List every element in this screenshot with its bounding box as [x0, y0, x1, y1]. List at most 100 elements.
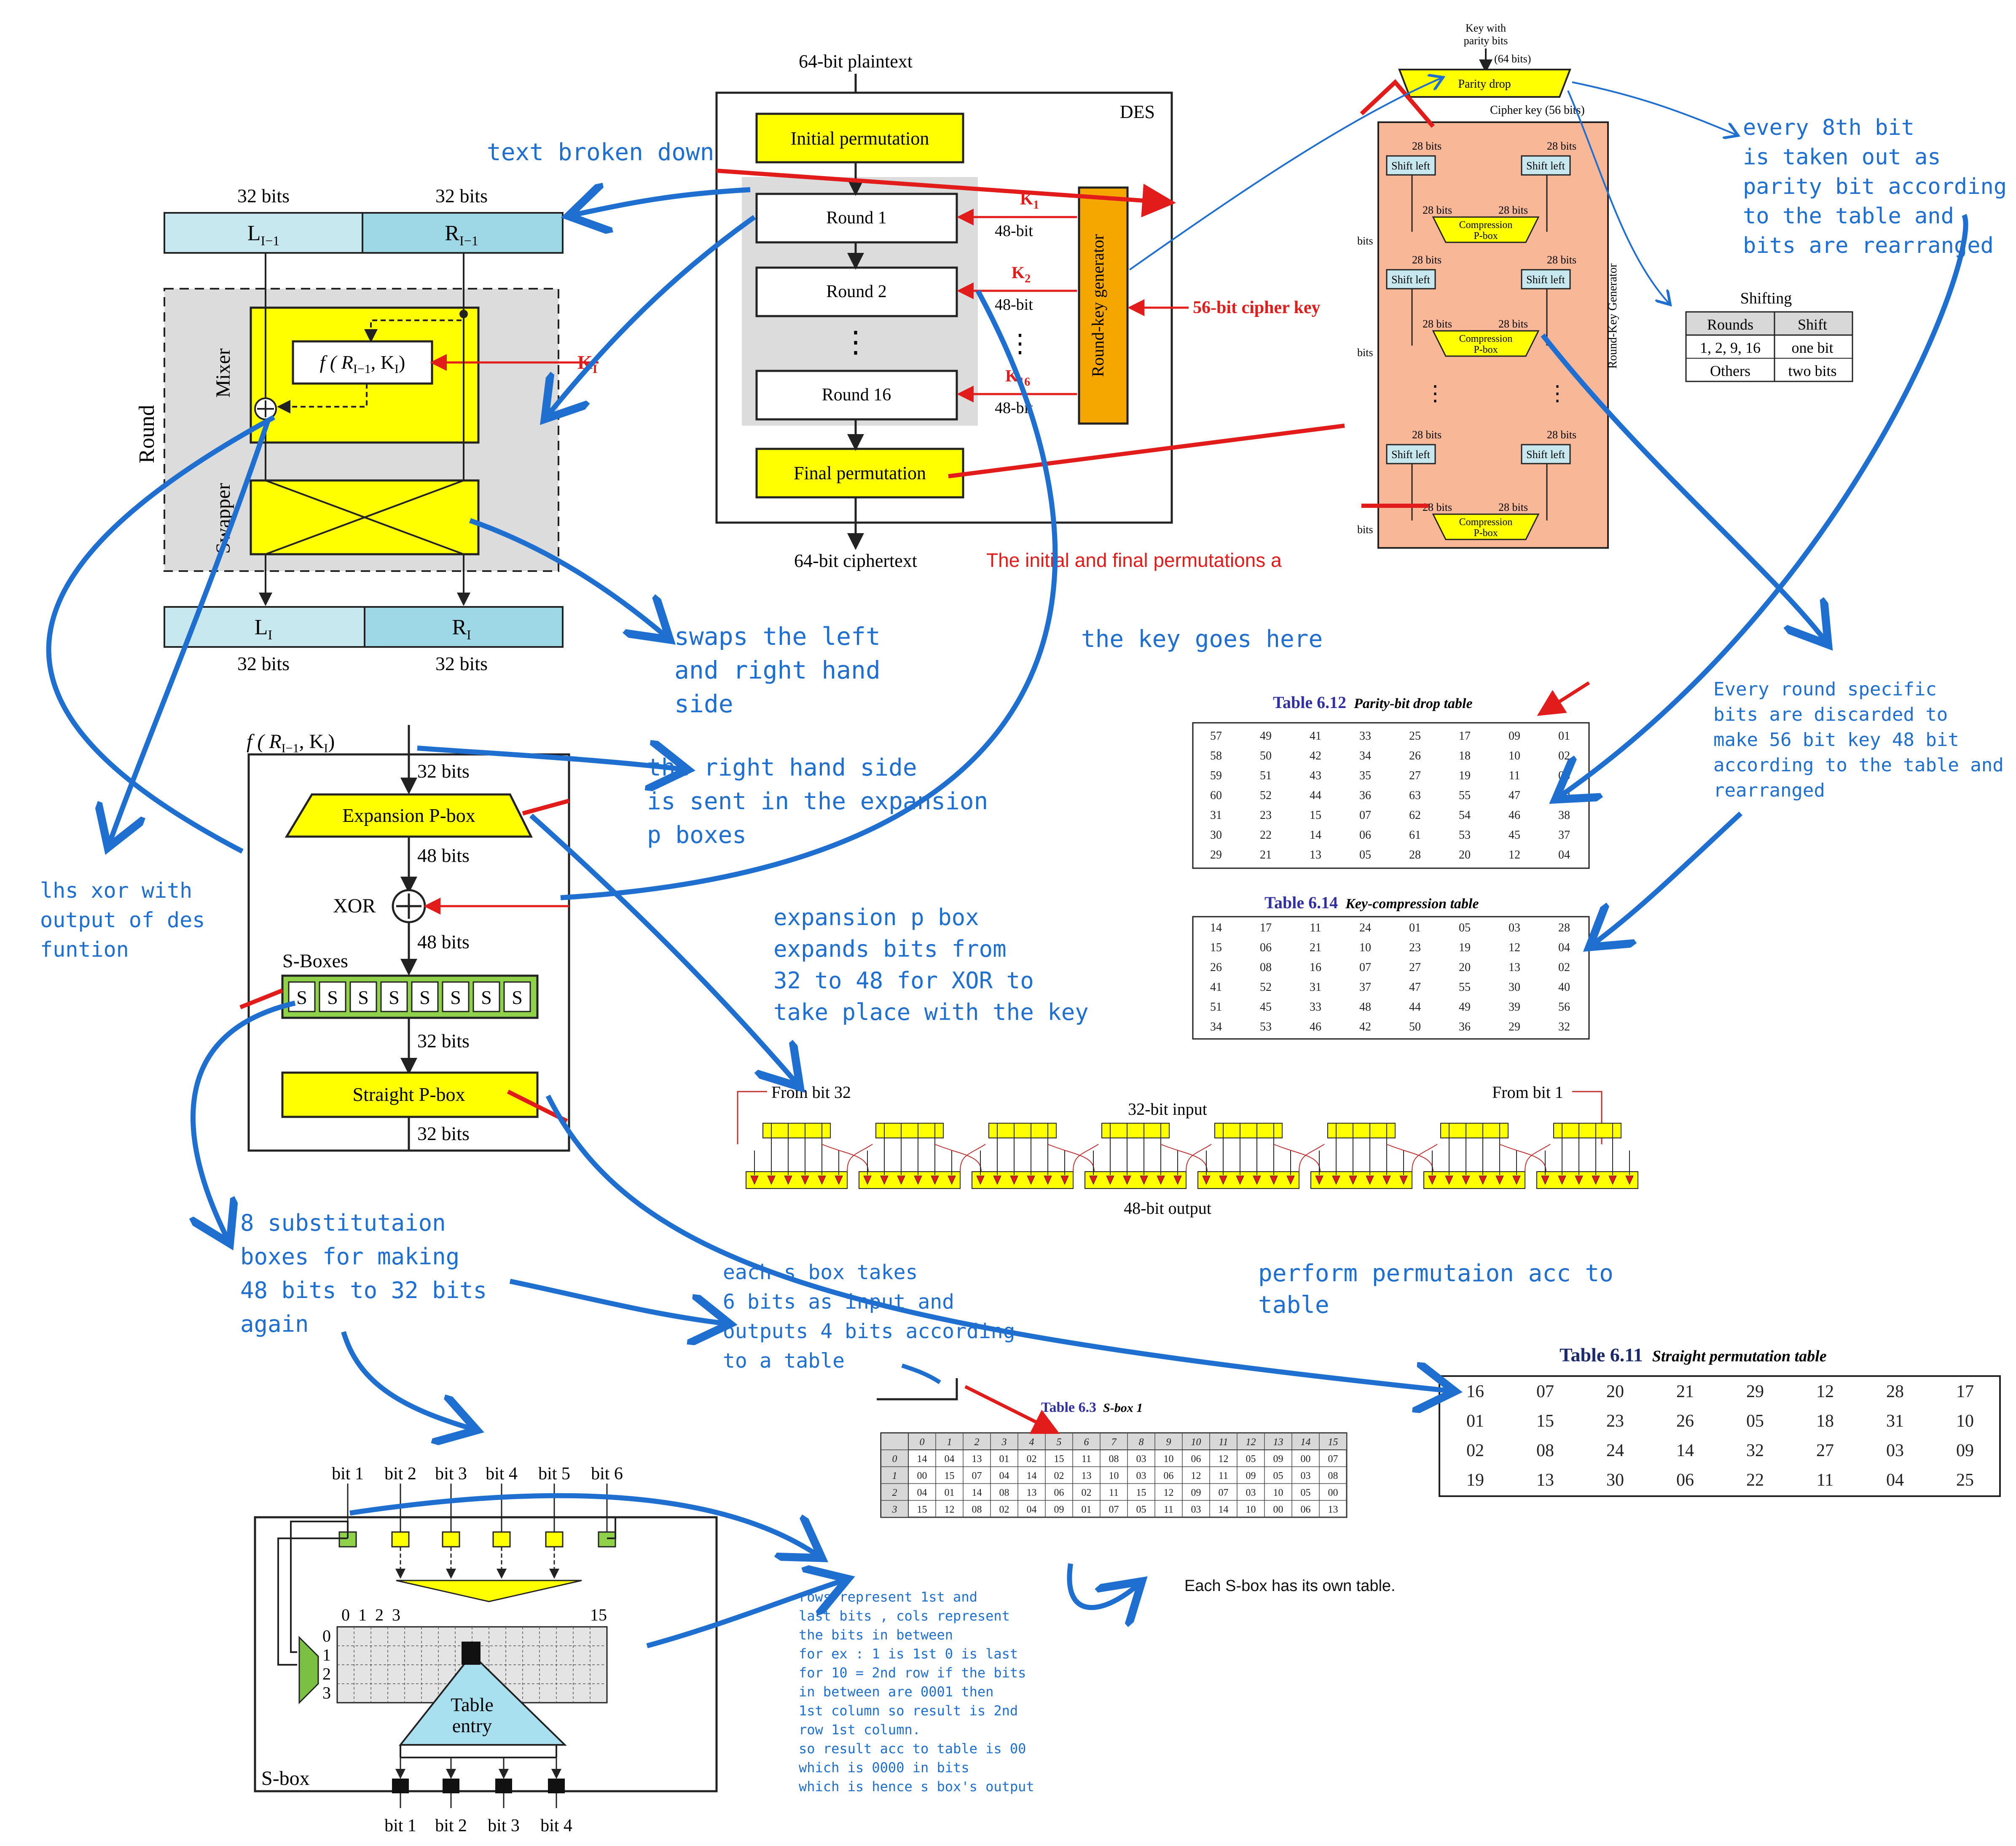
sbox-output-label: bit 2 — [435, 1816, 467, 1835]
table-cell: 19 — [1466, 1470, 1484, 1490]
bits28-label: 28 bits — [1423, 204, 1452, 216]
shift-left-label: Shift left — [1391, 274, 1430, 286]
straight-label: Straight P-box — [352, 1084, 465, 1105]
table-cell: 53 — [1459, 829, 1471, 842]
sbox-row-label: 2 — [322, 1664, 331, 1683]
bits28-label: 28 bits — [1498, 501, 1528, 513]
table-cell: 39 — [1509, 1001, 1520, 1014]
s-cell — [380, 981, 408, 1012]
table63-col: 12 — [1246, 1437, 1256, 1448]
table-cell: 53 — [1260, 1020, 1272, 1033]
table63-col: 3 — [1001, 1437, 1007, 1448]
table-cell: 45 — [1509, 829, 1520, 842]
table63-rowlabel: 3 — [892, 1504, 897, 1515]
table-cell: 18 — [1459, 749, 1471, 762]
sbox-output-bit — [548, 1779, 565, 1793]
shifting-header-shift: Shift — [1798, 316, 1827, 333]
compression-box — [1432, 330, 1540, 357]
table63-col: 15 — [1328, 1437, 1338, 1448]
note-line: lhs xor with — [40, 878, 192, 903]
table-cell: 26 — [1676, 1411, 1694, 1431]
table63-cell: 04 — [945, 1454, 955, 1465]
table-cell: 35 — [1359, 769, 1371, 782]
table-cell: 02 — [1558, 961, 1570, 974]
from32-label: From bit 32 — [771, 1083, 851, 1102]
table-cell: 29 — [1746, 1382, 1764, 1401]
note-line: expansion p box — [773, 904, 979, 931]
table-cell: 42 — [1310, 749, 1321, 762]
table-cell: 44 — [1310, 789, 1321, 802]
k2-bits: 48-bit — [995, 296, 1033, 314]
bits-label-2: bits — [1357, 346, 1373, 359]
table-cell: 56 — [1558, 1001, 1570, 1014]
note-line: bits are rearranged — [1743, 233, 1994, 258]
table-cell: 02 — [1558, 749, 1570, 762]
final-permutation-label: Final permutation — [794, 463, 926, 483]
expansion-output-block — [746, 1171, 848, 1189]
s-cell-label: S — [296, 987, 307, 1008]
note-line: bits are discarded to — [1713, 704, 1948, 725]
table63-cell: 05 — [1301, 1487, 1311, 1498]
table63-cell: 15 — [945, 1470, 955, 1481]
table-cell: 21 — [1260, 848, 1272, 861]
note-line: in between are 0001 then — [799, 1684, 993, 1700]
expansion-input-block — [1553, 1123, 1621, 1138]
sbox-output-bit — [495, 1779, 512, 1793]
note-line: Every round specific — [1713, 679, 1937, 700]
bits28-label: 28 bits — [1498, 204, 1528, 216]
expansion-diagram: From bit 32 From bit 1 32-bit input 48-b… — [737, 1083, 1638, 1218]
table-cell: 36 — [1359, 789, 1371, 802]
table63-col: 13 — [1273, 1437, 1283, 1448]
sbox-output-label: bit 3 — [488, 1816, 520, 1835]
selected-cell — [462, 1642, 481, 1665]
table-cell: 13 — [1509, 961, 1520, 974]
table-cell: 37 — [1359, 981, 1371, 994]
sbox-input-bit — [391, 1531, 410, 1548]
table-cell: 51 — [1210, 1001, 1222, 1014]
table63-cell: 14 — [1027, 1470, 1037, 1481]
initial-permutation-label: Initial permutation — [791, 128, 929, 149]
bits28-label: 28 bits — [1412, 429, 1442, 441]
note-line: according to the table and — [1713, 754, 2004, 776]
table-cell: 03 — [1886, 1441, 1904, 1460]
round-dots: ⋮ — [841, 326, 870, 359]
shifting-cell: one bit — [1792, 339, 1833, 356]
table-cell: 24 — [1606, 1441, 1624, 1460]
compression-label: Compression — [1459, 333, 1513, 344]
table-cell: 11 — [1310, 921, 1321, 934]
table-cell: 55 — [1459, 981, 1471, 994]
table-cell: 61 — [1409, 829, 1421, 842]
table63-cell: 12 — [945, 1504, 955, 1515]
table-cell: 22 — [1260, 829, 1272, 842]
note-line: to the table and — [1743, 204, 1954, 229]
table-cell: 04 — [1886, 1470, 1904, 1490]
table63-cell: 14 — [917, 1454, 927, 1465]
table-cell: 14 — [1676, 1441, 1694, 1460]
bits28-label: 28 bits — [1412, 254, 1442, 266]
k2-label: K2 — [1012, 263, 1031, 285]
note-each-sbox-table: Each S-box has its own table. — [1184, 1577, 1396, 1595]
table-cell: 52 — [1260, 981, 1272, 994]
table-cell: 30 — [1509, 981, 1520, 994]
table63-cell: 09 — [1054, 1504, 1064, 1515]
table-cell: 33 — [1310, 1001, 1321, 1014]
note-line: take place with the key — [773, 999, 1089, 1025]
table63-cell: 12 — [1191, 1470, 1201, 1481]
table63-cell: 10 — [1109, 1470, 1119, 1481]
table-cell: 05 — [1459, 921, 1471, 934]
s-cell — [472, 981, 500, 1012]
table-cell: 17 — [1956, 1382, 1974, 1401]
bits64-label: (64 bits) — [1494, 53, 1531, 65]
expansion-output-block — [859, 1171, 961, 1189]
note-line: boxes for making — [240, 1243, 459, 1270]
